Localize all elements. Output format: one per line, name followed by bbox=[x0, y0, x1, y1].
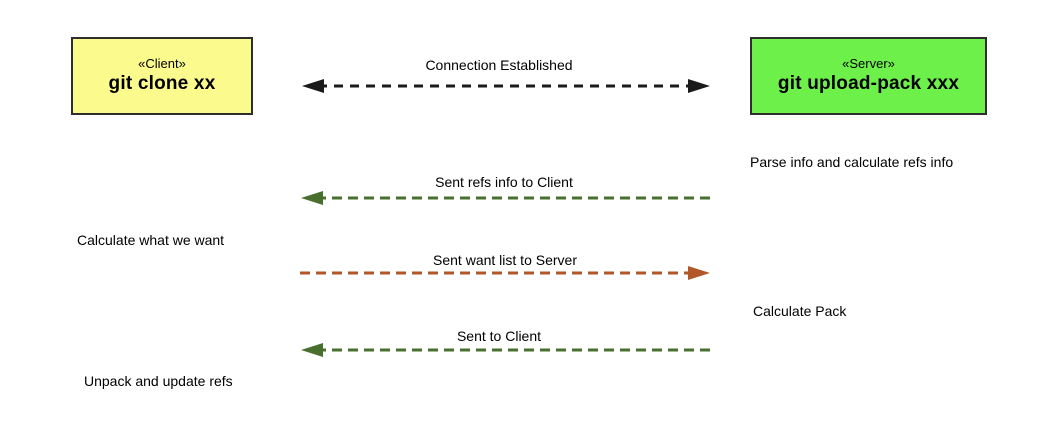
sent-want-list-arrow bbox=[300, 266, 710, 280]
connection-arrowhead-left-icon bbox=[302, 79, 324, 93]
client-box: «Client» git clone xx bbox=[71, 37, 253, 115]
sent-refs-info-arrow bbox=[301, 191, 713, 205]
server-title: git upload-pack xxx bbox=[777, 73, 960, 95]
activity-calculate-pack: Calculate Pack bbox=[753, 303, 847, 319]
activity-calculate-want: Calculate what we want bbox=[77, 232, 225, 248]
server-box: «Server» git upload-pack xxx bbox=[750, 37, 987, 115]
activity-unpack-update-refs: Unpack and update refs bbox=[84, 373, 233, 389]
server-stereotype: «Server» bbox=[842, 56, 895, 71]
connection-arrowhead-right-icon bbox=[688, 79, 710, 93]
sent-to-client-arrow bbox=[301, 343, 713, 357]
message-label-sent-refs-info: Sent refs info to Client bbox=[435, 174, 573, 190]
connection-established-arrow bbox=[302, 79, 710, 93]
sent-refs-arrowhead-icon bbox=[301, 191, 323, 205]
sent-to-client-arrowhead-icon bbox=[301, 343, 323, 357]
message-label-sent-want-list: Sent want list to Server bbox=[433, 252, 577, 268]
client-stereotype: «Client» bbox=[138, 56, 186, 71]
sent-want-arrowhead-icon bbox=[688, 266, 710, 280]
message-label-sent-to-client: Sent to Client bbox=[456, 328, 542, 344]
message-label-connection-established: Connection Established bbox=[425, 57, 573, 73]
client-title: git clone xx bbox=[108, 73, 216, 95]
activity-parse-info: Parse info and calculate refs info bbox=[750, 154, 954, 170]
